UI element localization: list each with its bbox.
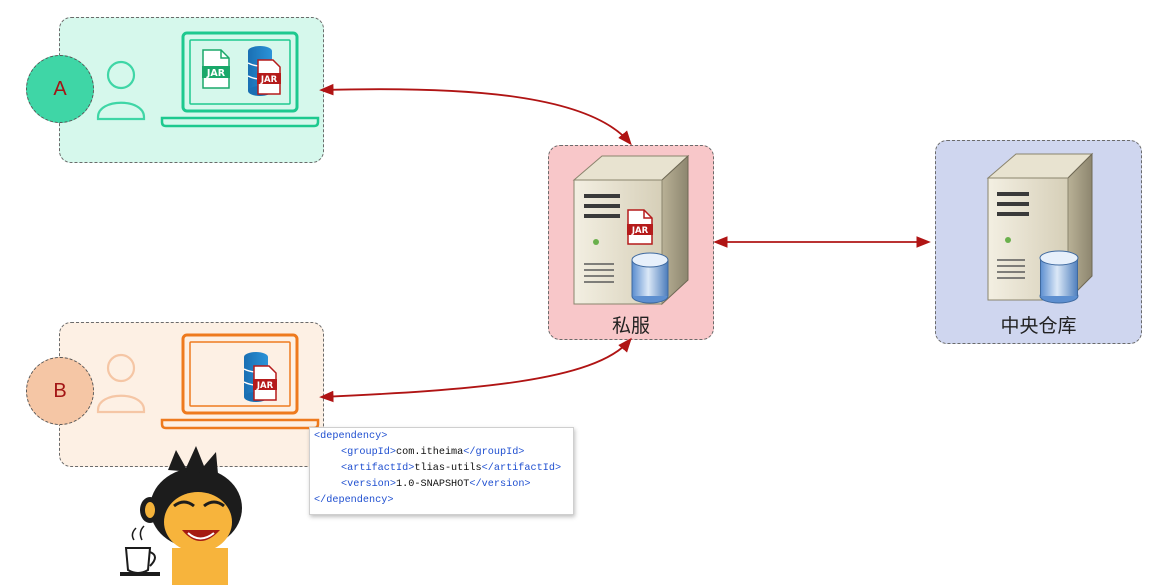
jar-file-icon: JAR [627,209,653,245]
xml-tag: </groupId> [463,447,525,458]
xml-value: tlias-utils [414,463,482,474]
code-line: <version>1.0-SNAPSHOT</version> [310,477,573,493]
user-b-icon [96,353,146,414]
arrow-b-to-private [319,337,632,403]
svg-text:JAR: JAR [260,75,278,85]
arrow-a-to-private [319,83,632,146]
jar-file-icon: JAR [202,49,230,89]
laptop-b-icon [160,333,320,430]
dependency-code-snippet: <dependency> <groupId>com.itheima</group… [309,427,574,515]
code-line: <dependency> [310,429,573,445]
xml-tag: </version> [469,479,531,490]
svg-text:JAR: JAR [206,68,226,79]
xml-tag: <dependency> [314,431,388,442]
badge-label: A [53,77,67,100]
code-line: <groupId>com.itheima</groupId> [310,445,573,461]
user-a-icon [96,60,146,121]
xml-tag: </dependency> [314,495,394,506]
xml-tag: <artifactId> [341,463,415,474]
svg-text:JAR: JAR [631,226,649,236]
database-icon [1039,250,1079,304]
xml-tag: <version> [341,479,397,490]
developer-b-panel [59,322,324,467]
local-repository-icon: JAR [243,352,277,402]
xml-tag: <groupId> [341,447,397,458]
local-repository-icon: JAR [247,46,281,96]
developer-a-badge: A [26,55,94,123]
mascot-monkey-icon [120,446,242,585]
xml-tag: </artifactId> [481,463,562,474]
xml-value: 1.0-SNAPSHOT [396,479,470,490]
laptop-a-icon [160,31,320,128]
developer-b-badge: B [26,357,94,425]
badge-label: B [53,379,67,402]
private-server-label: 私服 [611,315,650,337]
database-icon [631,252,669,304]
code-line: <artifactId>tlias-utils</artifactId> [310,461,573,477]
svg-text:JAR: JAR [256,381,274,391]
central-repository-label: 中央仓库 [1000,315,1077,337]
xml-value: com.itheima [396,447,464,458]
code-line: </dependency> [310,493,573,509]
